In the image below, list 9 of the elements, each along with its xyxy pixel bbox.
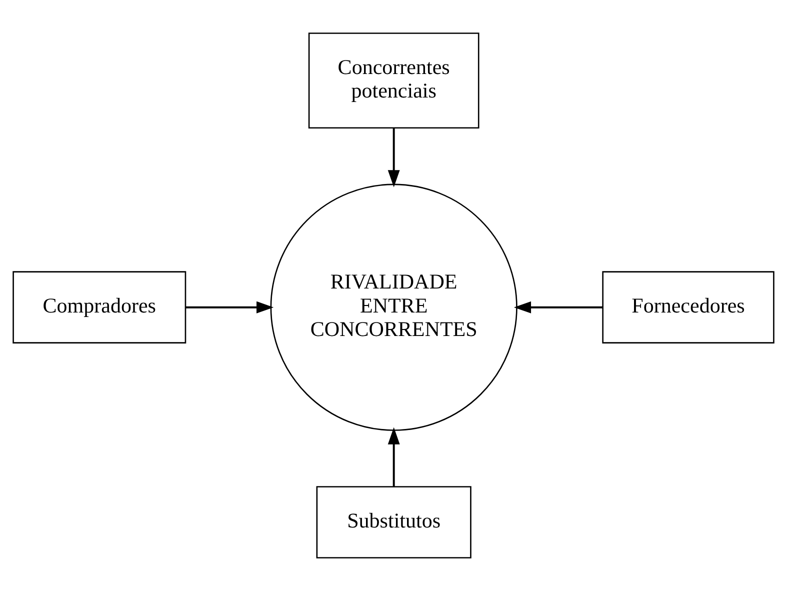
node-box: Compradores [12,270,186,343]
node-box: Substitutos [316,486,472,558]
node-circle: RIVALIDADE ENTRE CONCORRENTES [270,183,518,430]
arrow [514,300,603,313]
arrow [388,426,400,486]
arrow [186,300,274,313]
arrow [388,128,400,187]
node-box: Concorrentes potenciais [308,32,480,128]
node-box: Fornecedores [602,270,774,343]
